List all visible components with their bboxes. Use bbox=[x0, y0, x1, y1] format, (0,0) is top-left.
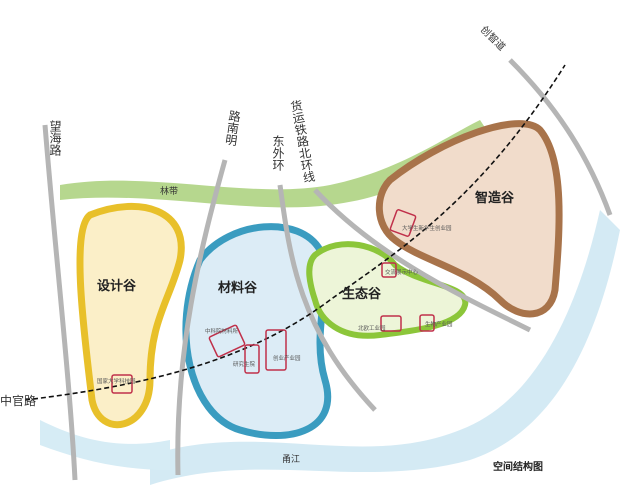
site-label: 研究生院 bbox=[233, 360, 256, 368]
site-label: 中科院材料所 bbox=[205, 327, 239, 335]
road-label-zhongguan: 中官路 bbox=[0, 393, 36, 408]
map-title: 空间结构图 bbox=[493, 460, 543, 473]
site-label: 国家大学科技园 bbox=[97, 377, 136, 385]
site-label: 创业产业园 bbox=[273, 354, 301, 362]
river bbox=[150, 210, 620, 485]
site-boxes bbox=[111, 209, 435, 394]
road-label-wanghai: 望海路 bbox=[48, 120, 62, 157]
site-label: 交流展示中心 bbox=[385, 268, 419, 276]
river-left bbox=[40, 420, 170, 470]
zone-label: 材料谷 bbox=[218, 280, 258, 296]
road-label-lunan: 路南明 bbox=[223, 108, 242, 148]
road-label-topright: 创智道 bbox=[478, 23, 508, 53]
road-label-huoyun: 货运铁路北环线 bbox=[288, 97, 317, 184]
site-label: 北欧工业园 bbox=[358, 324, 386, 332]
forest-label: 林带 bbox=[160, 185, 178, 197]
zone-label: 生态谷 bbox=[342, 286, 382, 302]
zone-label: 设计谷 bbox=[97, 278, 137, 294]
zone-material bbox=[182, 223, 332, 440]
development-axis bbox=[24, 64, 566, 401]
site-label: 大学生新学生创业园 bbox=[402, 224, 452, 232]
site-label: 生物产业园 bbox=[425, 320, 453, 328]
zone-design bbox=[76, 202, 185, 429]
zone-label: 智造谷 bbox=[475, 190, 515, 206]
zone-smart bbox=[375, 120, 563, 318]
zone-eco bbox=[306, 241, 469, 339]
roads bbox=[42, 58, 613, 481]
road-label-dongwai: 东外环 bbox=[271, 135, 285, 171]
river-label: 甬江 bbox=[282, 454, 300, 465]
